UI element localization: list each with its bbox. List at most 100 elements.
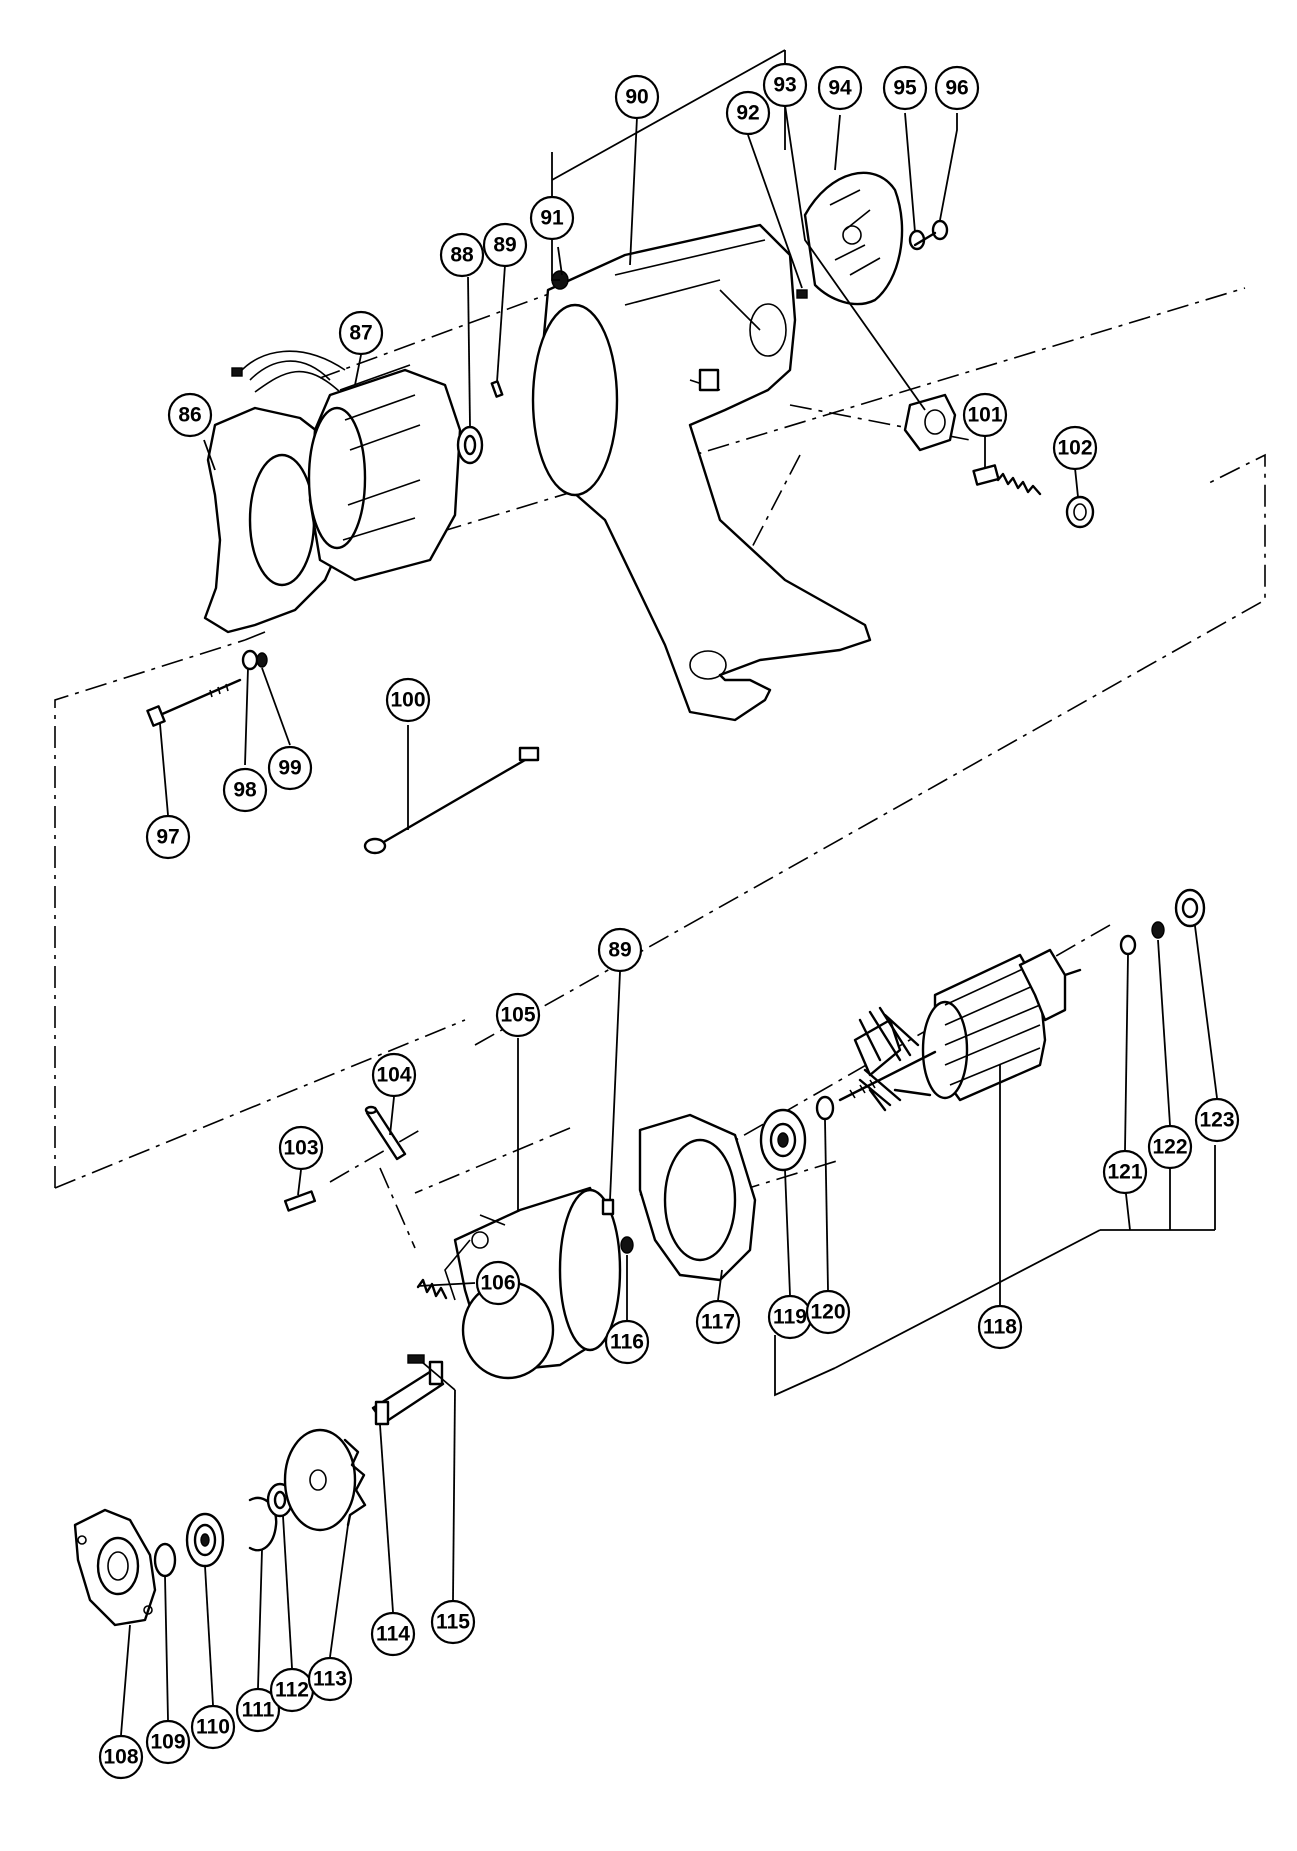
callout-123: 123 (1194, 1097, 1240, 1143)
callout-115: 115 (430, 1599, 476, 1645)
svg-text:113: 113 (313, 1668, 347, 1691)
svg-text:115: 115 (436, 1611, 470, 1634)
callout-99: 99 (267, 745, 313, 791)
svg-text:91: 91 (540, 207, 564, 230)
callout-101: 101 (962, 392, 1008, 438)
part-115-key (407, 1354, 425, 1364)
callout-88: 88 (439, 232, 485, 278)
svg-text:101: 101 (967, 404, 1002, 427)
svg-text:111: 111 (242, 1699, 275, 1722)
part-121-washer (1119, 934, 1137, 956)
svg-text:105: 105 (500, 1004, 535, 1027)
part-103-key (283, 1190, 317, 1212)
callout-95: 95 (882, 65, 928, 111)
callout-87: 87 (338, 310, 384, 356)
callout-96: 96 (934, 65, 980, 111)
callout-112: 112 (269, 1667, 315, 1713)
svg-text:109: 109 (150, 1731, 185, 1754)
callout-121: 121 (1102, 1149, 1148, 1195)
part-96-screw (913, 219, 949, 247)
callout-89-bottom: 89 (597, 927, 643, 973)
callout-108: 108 (98, 1734, 144, 1780)
part-93-brush-holder (903, 393, 957, 452)
part-105-gear-housing (444, 1186, 622, 1380)
svg-text:108: 108 (103, 1746, 138, 1769)
part-100-lead-wire (363, 746, 540, 855)
part-104-shaft-pin (364, 1105, 407, 1161)
callout-109: 109 (145, 1719, 191, 1765)
part-119-bearing (759, 1108, 807, 1172)
svg-text:110: 110 (196, 1716, 230, 1739)
callout-116: 116 (604, 1319, 650, 1365)
callout-105: 105 (495, 992, 541, 1038)
callout-94: 94 (817, 65, 863, 111)
svg-text:94: 94 (828, 77, 852, 100)
callout-102: 102 (1052, 425, 1098, 471)
part-87-stator (231, 350, 462, 582)
callout-106: 106 (475, 1260, 521, 1306)
svg-text:96: 96 (945, 77, 968, 100)
part-90-motor-housing (531, 223, 872, 722)
svg-text:121: 121 (1107, 1161, 1142, 1184)
svg-text:97: 97 (156, 826, 179, 849)
svg-text:90: 90 (625, 86, 648, 109)
svg-text:123: 123 (1199, 1109, 1234, 1132)
svg-text:118: 118 (983, 1316, 1017, 1339)
callout-86: 86 (167, 392, 213, 438)
svg-text:89: 89 (608, 939, 631, 962)
part-92-pin (796, 289, 808, 299)
svg-text:100: 100 (390, 689, 425, 712)
callout-103: 103 (278, 1125, 324, 1171)
part-88-washer (456, 425, 484, 465)
part-110-bearing (185, 1512, 225, 1568)
svg-text:112: 112 (275, 1679, 309, 1702)
part-113-gear (283, 1428, 367, 1532)
part-89-pin-bottom (601, 1198, 615, 1216)
callout-122: 122 (1147, 1124, 1193, 1170)
callout-111: 111 (235, 1687, 281, 1733)
svg-text:119: 119 (773, 1306, 807, 1329)
svg-text:122: 122 (1152, 1136, 1187, 1159)
svg-text:116: 116 (610, 1331, 644, 1354)
svg-text:114: 114 (376, 1623, 410, 1646)
leader-lines (120, 49, 1218, 1736)
part-122-washer (1151, 921, 1165, 939)
svg-text:89: 89 (493, 234, 516, 257)
part-101-carbon-brush (972, 464, 1042, 496)
svg-text:102: 102 (1057, 437, 1092, 460)
part-109-ring (153, 1542, 177, 1578)
svg-text:93: 93 (773, 74, 796, 97)
callout-91: 91 (529, 195, 575, 241)
svg-text:95: 95 (893, 77, 917, 100)
callout-93: 93 (762, 62, 808, 108)
svg-text:98: 98 (233, 779, 257, 802)
svg-text:86: 86 (178, 404, 201, 427)
part-117-baffle (638, 1113, 757, 1282)
callout-98: 98 (222, 767, 268, 813)
part-118-armature (838, 948, 1082, 1112)
part-106-spring (416, 1278, 448, 1300)
callout-117: 117 (695, 1299, 741, 1345)
callout-119: 119 (767, 1294, 813, 1340)
svg-text:99: 99 (278, 757, 301, 780)
svg-text:88: 88 (450, 244, 474, 267)
part-123-bearing (1174, 888, 1206, 928)
callout-97: 97 (145, 814, 191, 860)
callout-104: 104 (371, 1052, 417, 1098)
part-97-bolt (146, 678, 242, 727)
svg-text:87: 87 (349, 322, 372, 345)
part-99-washer (256, 652, 268, 668)
callout-114: 114 (370, 1611, 416, 1657)
callout-92: 92 (725, 90, 771, 136)
part-89-pin-top (490, 380, 504, 398)
part-108-end-cover (73, 1508, 157, 1627)
part-98-washer (241, 649, 259, 671)
callout-120: 120 (805, 1289, 851, 1335)
part-94-cover-plate (803, 171, 904, 306)
svg-text:117: 117 (701, 1311, 735, 1334)
callout-89-top: 89 (482, 222, 528, 268)
callout-113: 113 (307, 1656, 353, 1702)
svg-text:92: 92 (736, 102, 759, 125)
svg-text:106: 106 (480, 1272, 515, 1295)
